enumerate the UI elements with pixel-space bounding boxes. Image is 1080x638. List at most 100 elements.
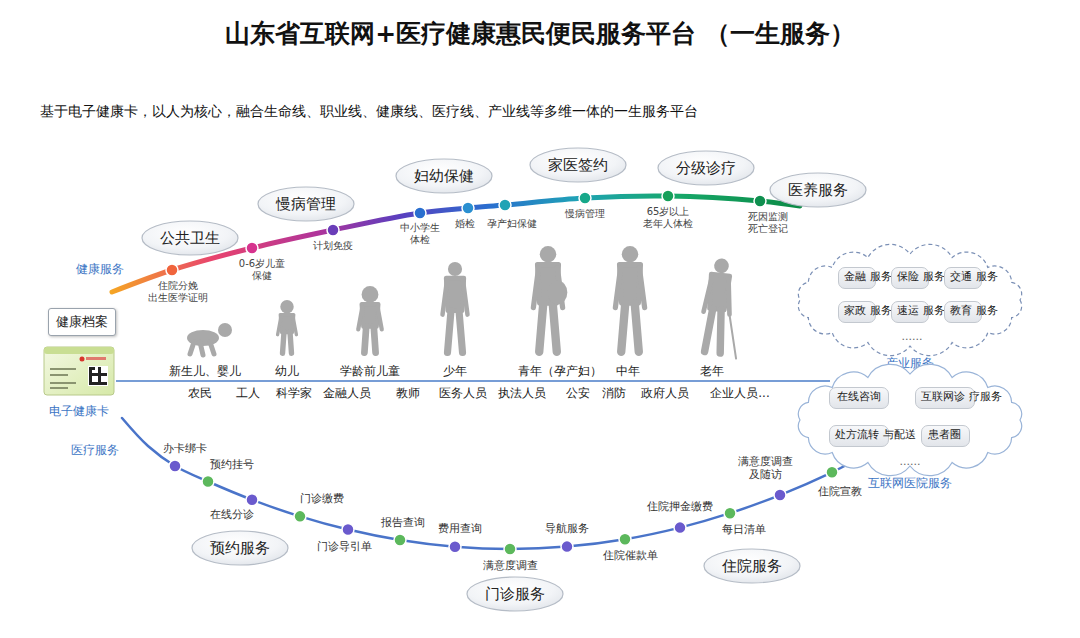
node-text: 住院服务	[722, 557, 782, 575]
service-step-label: 住院催款单	[603, 549, 658, 562]
milestone-label: 婚检	[455, 218, 475, 230]
node-text: 慢病管理	[276, 195, 336, 213]
service-dot	[342, 524, 354, 536]
record-box: 健康档案	[48, 308, 116, 336]
person-figure	[615, 246, 644, 352]
service-bubble: 医养服务	[769, 172, 867, 208]
occupation-label: 企业人员...	[710, 386, 769, 400]
service-dot	[294, 510, 306, 522]
service-tile: 速运 服务	[891, 301, 929, 323]
person-figure	[442, 262, 467, 352]
node-text: 金融 服务	[844, 270, 869, 285]
node-text: 健康档案	[56, 314, 108, 330]
life-stage-label: 中年	[616, 364, 640, 378]
node-text: 互联网医院服务	[868, 476, 952, 492]
milestone-dot	[414, 207, 426, 219]
node-text: 互联网诊 疗服务	[921, 390, 968, 405]
service-tile: 保险 服务	[891, 267, 929, 289]
node-text: 公共卫生	[160, 229, 220, 247]
node-text: 家医签约	[548, 156, 608, 174]
service-step-label: 门诊导引单	[317, 540, 372, 553]
service-step-label: 费用查询	[438, 522, 482, 535]
node-text: 保险 服务	[897, 270, 922, 285]
service-bubble: 公共卫生	[141, 220, 239, 256]
occupation-label: 教师	[396, 386, 420, 400]
life-stage-label: 青年（孕产妇）	[518, 364, 602, 378]
node-text: 速运 服务	[897, 304, 922, 319]
occupation-label: 公安	[566, 386, 590, 400]
service-step-label: 住院宣教	[818, 485, 862, 498]
milestone-label: 计划免疫	[313, 240, 353, 252]
lane-title: 医疗服务	[71, 443, 119, 457]
ellipsis: ......	[900, 455, 921, 468]
service-dot	[826, 466, 838, 478]
node-text: 预约服务	[210, 539, 270, 557]
service-step-label: 预约挂号	[210, 458, 254, 471]
milestone-label: 65岁以上 老年人体检	[638, 206, 698, 230]
service-bubble: 预约服务	[191, 530, 289, 566]
service-bubble: 妇幼保健	[395, 158, 493, 194]
node-text: 医养服务	[788, 181, 848, 199]
person-figure	[187, 323, 232, 355]
service-step-label: 满意度调查 及随访	[734, 455, 796, 481]
service-tile: 在线咨询	[829, 387, 889, 409]
service-bubble: 分级诊疗	[657, 150, 755, 186]
milestone-label: 住院分娩 出生医学证明	[145, 280, 211, 304]
milestone-dot	[462, 202, 474, 214]
occupation-label: 政府人员	[641, 386, 689, 400]
title: 山东省互联网+医疗健康惠民便民服务平台 （一生服务）	[220, 18, 860, 49]
node-text: 分级诊疗	[676, 159, 736, 177]
milestone-label: 0-6岁儿童 保健	[231, 258, 293, 282]
node-text: 家政 服务	[844, 304, 869, 319]
occupation-label: 农民	[188, 386, 212, 400]
life-stage-label: 幼儿	[275, 364, 299, 378]
milestone-dot	[579, 192, 591, 204]
service-tile: 教育 服务	[944, 301, 982, 323]
service-tile: 处方流转 与配送	[829, 425, 889, 447]
service-step-label: 门诊缴费	[300, 492, 344, 505]
milestone-dot	[246, 242, 258, 254]
milestone-dot	[166, 264, 178, 276]
service-tile: 互联网诊 疗服务	[915, 387, 975, 409]
occupation-label: 医务人员	[439, 386, 487, 400]
milestone-label: 孕产妇保健	[487, 218, 537, 230]
milestone-dot	[662, 190, 674, 202]
service-bubble: 门诊服务	[466, 576, 564, 612]
life-timeline	[116, 380, 830, 382]
service-step-label: 满意度调查	[483, 559, 538, 572]
occupation-label: 执法人员	[498, 386, 546, 400]
milestone-dot	[754, 195, 766, 207]
node-text: 处方流转 与配送	[835, 428, 882, 443]
node-text: 妇幼保健	[414, 167, 474, 185]
service-cloud: 互联网医院服务 在线咨询 互联网诊 疗服务处方流转 与配送 患者圈	[795, 370, 1025, 492]
occupation-label: 消防	[602, 386, 626, 400]
service-dot	[394, 534, 406, 546]
ellipsis: ......	[902, 330, 923, 343]
service-dot	[169, 460, 181, 472]
node-text: 教育 服务	[950, 304, 975, 319]
service-dot	[774, 489, 786, 501]
milestone-label: 慢病管理	[565, 208, 605, 220]
life-stage-label: 老年	[700, 364, 724, 378]
service-dot	[561, 541, 573, 553]
service-step-label: 每日清单	[722, 523, 766, 536]
service-step-label: 在线分诊	[210, 508, 254, 521]
service-tile: 家政 服务	[838, 301, 876, 323]
node-text: 电子健康卡	[49, 404, 109, 420]
service-bubble: 家医签约	[529, 147, 627, 183]
service-dot	[619, 533, 631, 545]
service-step-label: 住院押金缴费	[647, 500, 713, 513]
service-dot	[202, 476, 214, 488]
card-picture	[42, 346, 116, 398]
service-cloud: 产业服务金融 服务保险 服务交通 服务家政 服务速运 服务教育 服务	[795, 250, 1025, 372]
life-stage-label: 新生儿、婴儿	[169, 364, 241, 378]
service-dot	[449, 541, 461, 553]
node-text: 在线咨询	[835, 390, 882, 405]
node-text: 门诊服务	[485, 585, 545, 603]
life-stage-label: 少年	[443, 364, 467, 378]
subtitle: 基于电子健康卡，以人为核心，融合生命线、职业线、健康线、医疗线、产业线等多维一体…	[40, 103, 698, 119]
service-dot	[504, 543, 516, 555]
service-tile: 患者圈	[921, 425, 970, 447]
milestone-label: 死因监测 死亡登记	[746, 211, 790, 235]
health-card: 电子健康卡	[42, 346, 116, 420]
